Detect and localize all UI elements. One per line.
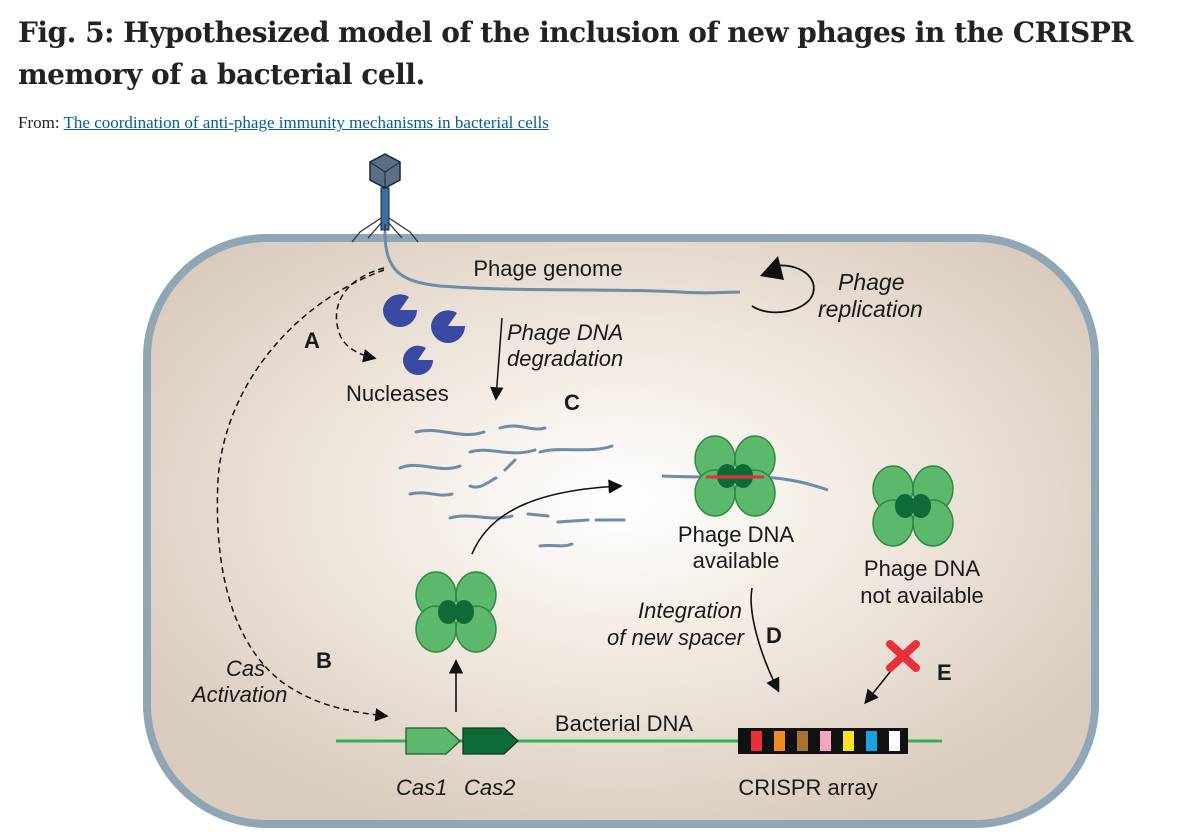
degradation-label-2: degradation [507,346,623,371]
degradation-arrow [490,317,504,401]
integration-label-1: Integration [638,598,742,623]
nuclease-icon [383,294,465,375]
figure-title: Fig. 5: Hypothesized model of the inclus… [18,16,1134,91]
degraded-dna-fragments [398,424,626,548]
source-prefix: From: [18,113,64,132]
cas1-gene [405,727,461,755]
crispr-array [738,728,908,754]
phage-dna-available-label-1: Phage DNA [678,522,795,547]
arrow-a [335,267,385,363]
degradation-label-1: Phage DNA [507,320,623,345]
phage-replication-label-1: Phage [838,269,905,295]
phage-replication-label-2: replication [818,296,923,322]
cas2-gene [462,727,519,755]
crispr-array-label: CRISPR array [738,775,877,800]
cas1-label: Cas1 [396,775,447,800]
cas-activation-label-2: Activation [190,682,287,707]
cas-to-dna-arrow [471,479,623,555]
phage-genome-label: Phage genome [473,256,622,281]
bacterial-cell [143,234,1099,828]
cas2-label: Cas2 [464,775,515,800]
source-article-link[interactable]: The coordination of anti-phage immunity … [63,113,549,132]
bacterial-dna-label: Bacterial DNA [555,711,693,736]
step-c-label: C [564,390,580,415]
integration-label-2: of new spacer [607,625,746,650]
step-e-label: E [937,660,952,685]
phage-dna-not-available-label-2: not available [860,583,984,608]
step-d-label: D [766,623,782,648]
replication-arrow [751,264,815,314]
blocked-x-icon [886,640,920,672]
step-a-label: A [304,328,320,353]
phage-dna-not-available-label-1: Phage DNA [864,556,981,581]
step-b-label: B [316,648,332,673]
figure-source: From: The coordination of anti-phage imm… [18,113,549,133]
phage-particle-icon [351,153,419,243]
cas-activation-arrow [216,269,389,722]
cas-activation-label-1: Cas [226,656,265,681]
phage-dna-available-label-2: available [693,548,780,573]
integration-arrow [750,587,780,693]
phage-genome-strand [383,231,741,295]
nucleases-label: Nucleases [346,381,449,406]
